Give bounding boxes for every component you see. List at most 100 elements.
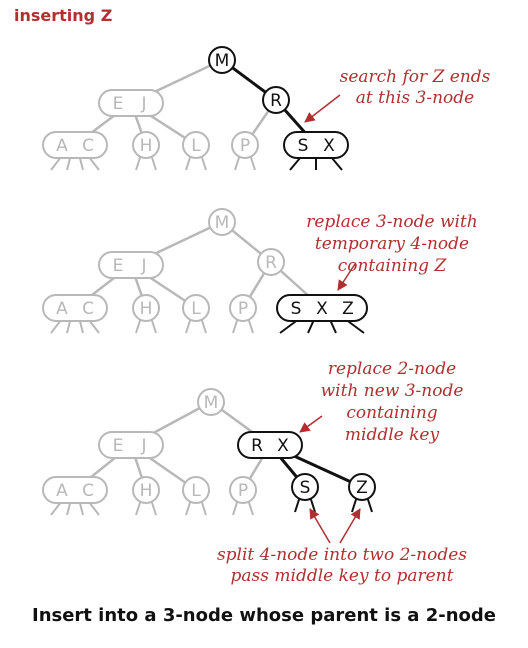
node-shape <box>262 86 290 114</box>
node-shape <box>208 208 236 236</box>
node-key: H <box>140 481 153 501</box>
node-key: M <box>215 51 230 71</box>
node-key: X <box>316 299 328 319</box>
null-link <box>249 155 256 171</box>
tree-node-h: H <box>132 294 160 322</box>
node-key: E <box>113 94 124 114</box>
null-link <box>185 318 192 334</box>
annotation-line: pass middle key to parent <box>231 566 454 586</box>
tree-node-h: H <box>132 476 160 504</box>
node-key: S <box>291 299 302 319</box>
tree-node-m: M <box>208 208 236 236</box>
null-link <box>232 500 239 516</box>
node-key: L <box>191 136 201 156</box>
node-key: P <box>240 136 250 156</box>
node-key: C <box>82 299 94 319</box>
tree-node-s: S <box>291 473 319 501</box>
annotation-line: temporary 4-node <box>315 234 469 254</box>
node-key: C <box>82 481 94 501</box>
node-shape <box>229 476 257 504</box>
annotation-line: split 4-node into two 2-nodes <box>217 545 467 565</box>
node-shape <box>98 251 164 279</box>
node-shape <box>132 476 160 504</box>
tree-node-r: R <box>262 86 290 114</box>
node-key: Z <box>356 478 368 498</box>
node-key: E <box>113 436 124 456</box>
node-key: S <box>298 136 309 156</box>
node-shape <box>208 46 236 74</box>
null-link <box>150 500 157 516</box>
node-shape <box>42 294 108 322</box>
null-link <box>247 318 254 334</box>
node-shape <box>132 131 160 159</box>
node-shape <box>276 294 368 322</box>
node-key: E <box>113 256 124 276</box>
annotation-arrow <box>299 415 323 433</box>
tree-node-p: P <box>231 131 259 159</box>
annotation-arrow <box>309 508 331 544</box>
node-shape <box>348 473 376 501</box>
node-key: R <box>265 253 277 273</box>
node-shape <box>231 131 259 159</box>
node-key: M <box>204 393 219 413</box>
null-link <box>150 318 157 334</box>
node-shape <box>257 248 285 276</box>
node-shape <box>182 294 210 322</box>
null-link <box>185 500 192 516</box>
diagram-heading: inserting Z <box>14 6 113 25</box>
node-key: H <box>140 299 153 319</box>
tree-node-z: Z <box>348 473 376 501</box>
null-link <box>135 318 142 334</box>
tree-node-l: L <box>182 131 210 159</box>
null-link <box>150 155 157 171</box>
null-link <box>294 497 301 513</box>
node-key: L <box>191 481 201 501</box>
node-key: S <box>300 478 311 498</box>
node-key: R <box>270 91 282 111</box>
annotation-arrow <box>304 94 341 123</box>
node-shape <box>42 131 108 159</box>
null-link <box>135 155 142 171</box>
node-shape <box>182 131 210 159</box>
node-key: Z <box>342 299 354 319</box>
node-shape <box>98 89 164 117</box>
node-shape <box>229 294 257 322</box>
node-key: L <box>191 299 201 319</box>
annotation-arrow <box>337 263 356 291</box>
node-shape <box>132 294 160 322</box>
annotation-line: at this 3-node <box>356 88 474 108</box>
node-key: A <box>56 136 68 156</box>
annotation-line: replace 2-node <box>328 359 456 379</box>
null-link <box>185 155 192 171</box>
node-shape <box>237 431 303 459</box>
annotation-line: containing <box>346 403 437 423</box>
tree-node-h: H <box>132 131 160 159</box>
node-shape <box>283 131 349 159</box>
tree-node-l: L <box>182 476 210 504</box>
node-shape <box>182 476 210 504</box>
node-shape <box>42 476 108 504</box>
null-link <box>200 318 207 334</box>
annotation-line: search for Z ends <box>340 67 491 87</box>
null-link <box>200 155 207 171</box>
annotation-arrow <box>339 508 361 544</box>
node-key: R <box>251 436 263 456</box>
null-link <box>232 318 239 334</box>
node-key: J <box>140 256 146 276</box>
tree-node-p: P <box>229 294 257 322</box>
node-key: H <box>140 136 153 156</box>
